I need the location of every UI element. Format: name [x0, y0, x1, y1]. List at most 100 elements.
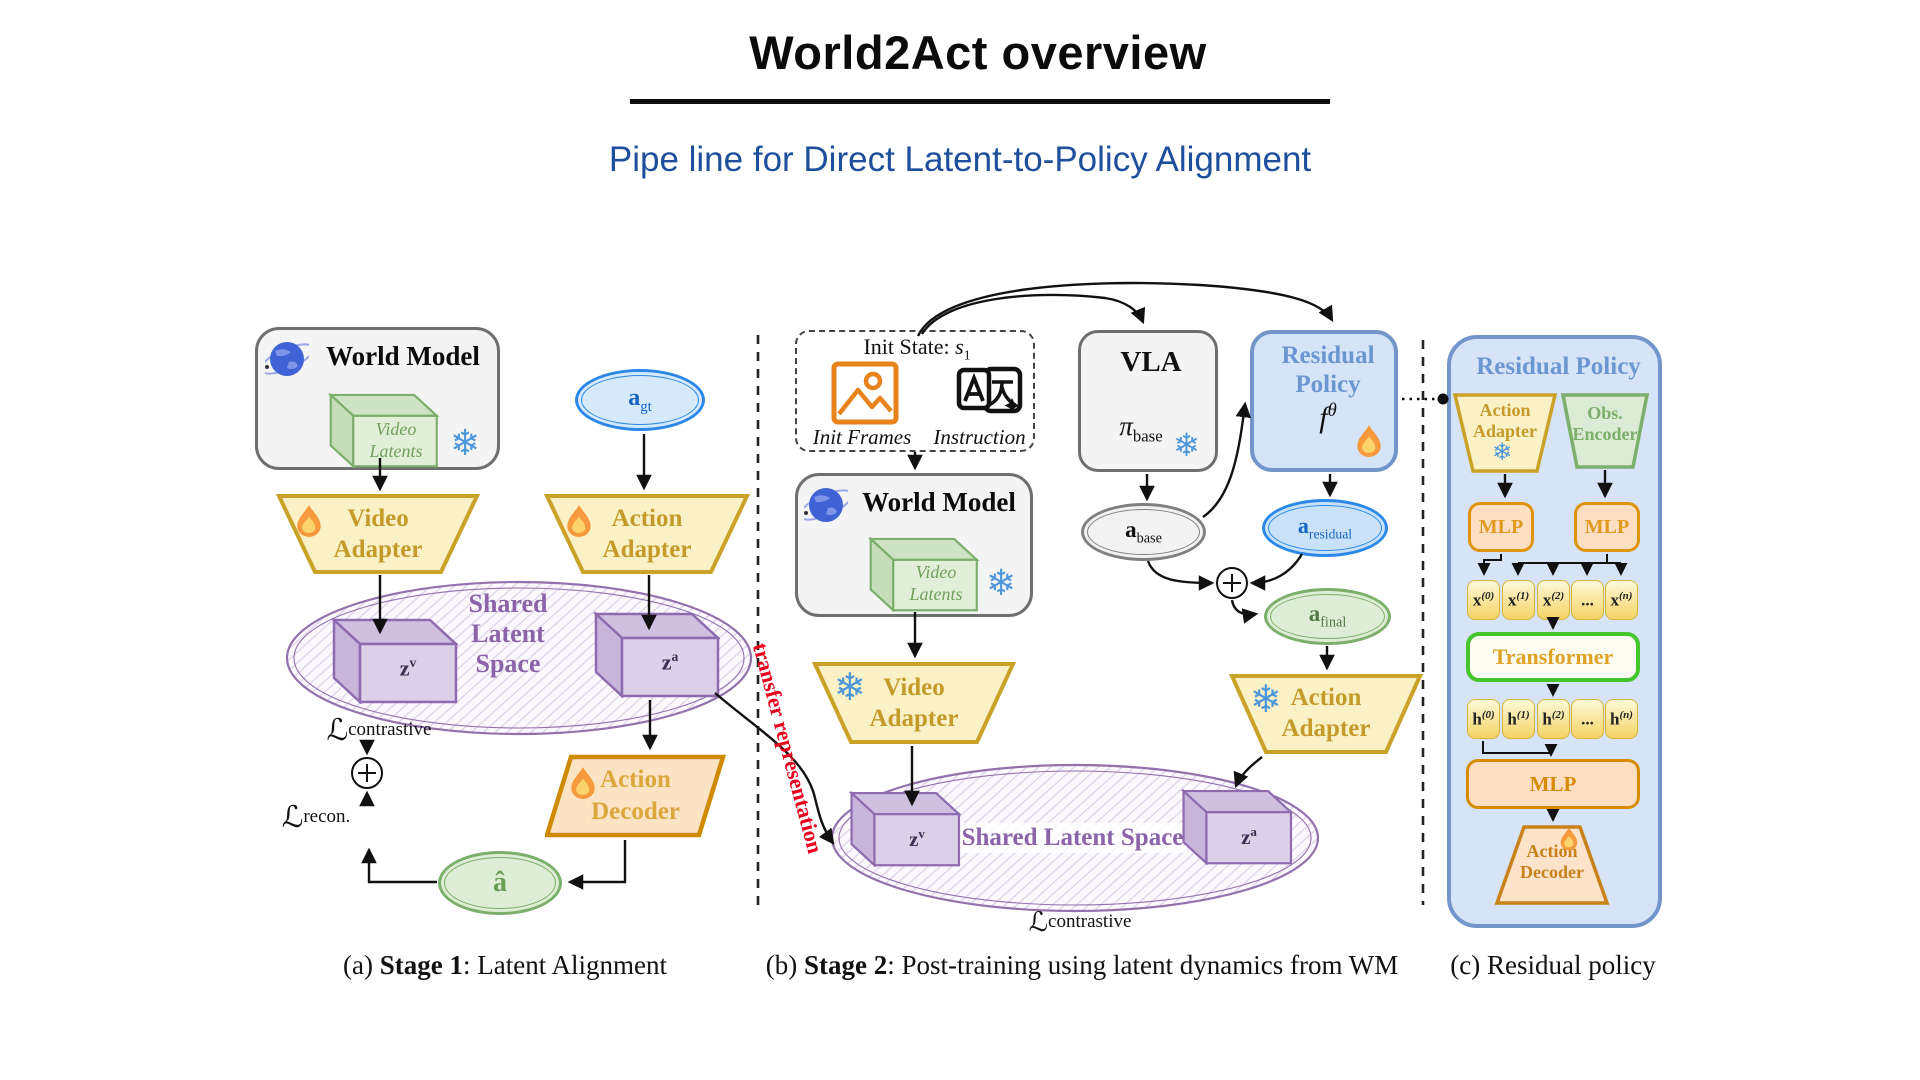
stage1-za-label: za: [661, 648, 679, 675]
stage2-zv-label: zv: [909, 826, 925, 851]
frozen-snowflake-icon: ❄: [1250, 677, 1282, 721]
a-hat-node: â: [438, 851, 562, 915]
a-gt-label: agt: [628, 384, 652, 415]
arrow-aresidual-to-plus: [1249, 553, 1304, 591]
instruction-icon: [956, 366, 1023, 414]
h-token-dots: ...: [1571, 699, 1604, 739]
x-token-0: x(0): [1467, 580, 1500, 620]
stage1-zv-cube: [330, 617, 458, 704]
init-state-box: Init State: s1 Init Frames Instruction: [795, 330, 1035, 452]
flame-icon: [1357, 425, 1381, 457]
stage2-za-cube: [1180, 788, 1293, 865]
frozen-snowflake-icon: ❄: [1173, 426, 1200, 464]
init-frames-icon: [831, 361, 899, 425]
stage1-action-decoder-shape: [545, 754, 726, 838]
page-subtitle-text: Pipe line for Direct Latent-to-Policy Al…: [608, 140, 1312, 179]
flame-icon: [1560, 827, 1578, 851]
init-frames-label: Init Frames: [812, 424, 912, 449]
stage1-video-adapter-shape: [275, 494, 481, 574]
flame-icon: [297, 505, 321, 537]
panelc-transformer: Transformer: [1466, 632, 1640, 682]
init-state-title: Init State: s1: [863, 334, 971, 363]
page-subtitle: Pipe line for Direct Latent-to-Policy Al…: [460, 138, 1460, 182]
pi-base-label: πbase: [1119, 411, 1163, 446]
stage2-za-label: za: [1241, 824, 1257, 849]
globe-icon: [804, 488, 848, 522]
stage1-action-adapter-shape: [543, 494, 751, 574]
caption-panelc: (c) Residual policy: [1450, 949, 1656, 980]
a-final-node: afinal: [1264, 588, 1391, 645]
h-token-1: h(1): [1502, 699, 1535, 739]
panelc-mlp-right: MLP: [1574, 502, 1640, 552]
frozen-snowflake-icon: ❄: [450, 423, 481, 464]
panelc-mlp-left: MLP: [1468, 502, 1534, 552]
a-hat-label: â: [493, 867, 507, 898]
arrow-decoder-to-ahat: [567, 840, 627, 890]
a-residual-node: aresidual: [1262, 499, 1388, 557]
stage1-zv-label: zv: [399, 654, 417, 681]
a-gt-node: agt: [575, 369, 705, 431]
flame-icon: [571, 767, 595, 799]
stage2-video-latents-cube: [867, 536, 980, 612]
page-title: World2Act overview: [628, 20, 1328, 84]
stage2-shared-latent-label: Shared Latent Space: [955, 820, 1190, 856]
frozen-snowflake-icon: ❄: [834, 665, 866, 709]
a-residual-label: aresidual: [1297, 513, 1353, 542]
arrow-abase-to-plus: [1146, 560, 1215, 591]
a-base-node: abase: [1081, 503, 1206, 561]
h-token-n: h(n): [1605, 699, 1638, 739]
stage1-video-latents-cube: [327, 392, 440, 468]
plus-circle-losses: [351, 757, 383, 789]
page-title-text: World2Act overview: [749, 25, 1207, 79]
plus-circle-actions: [1216, 567, 1248, 599]
x-token-n: x(n): [1605, 580, 1638, 620]
panelc-action-adapter-shape: [1452, 393, 1558, 473]
frozen-snowflake-icon: ❄: [1492, 438, 1513, 466]
arrow-init-to-residual-policy: [916, 281, 1334, 337]
a-base-label: abase: [1125, 516, 1162, 547]
stage2-video-adapter-shape: [811, 662, 1017, 744]
h-token-2: h(2): [1537, 699, 1570, 739]
f-theta-label: fθ: [1319, 399, 1337, 434]
panelc-obs-encoder-shape: [1560, 393, 1650, 469]
stage1-za-cube: [592, 611, 720, 698]
flame-icon: [567, 505, 591, 537]
vla-title: VLA: [1120, 345, 1182, 378]
vla-box: VLA πbase ❄: [1078, 330, 1218, 472]
h-token-0: h(0): [1467, 699, 1500, 739]
x-token-2: x(2): [1537, 580, 1570, 620]
x-token-dots: ...: [1571, 580, 1604, 620]
globe-icon: [265, 342, 309, 376]
instruction-label: Instruction: [933, 424, 1026, 449]
title-underline: [630, 99, 1330, 104]
a-final-label: afinal: [1308, 601, 1347, 631]
frozen-snowflake-icon: ❄: [986, 563, 1017, 604]
panelc-action-decoder-shape: [1494, 825, 1610, 905]
stage2-world-model-title: World Model: [862, 486, 1016, 517]
arrow-plus-to-afinal: [1230, 599, 1259, 624]
stage1-world-model-title: World Model: [326, 340, 480, 371]
stage2-zv-cube: [848, 790, 961, 867]
panelc-title: Residual Policy: [1476, 353, 1641, 380]
arrow-init-to-vla: [920, 293, 1146, 335]
caption-stage1: (a) Stage 1: Latent Alignment: [343, 949, 667, 980]
panelc-obs-encoder-label: Obs.Encoder: [1572, 403, 1638, 444]
x-token-1: x(1): [1502, 580, 1535, 620]
caption-stage2: (b) Stage 2: Post-training using latent …: [765, 949, 1399, 980]
